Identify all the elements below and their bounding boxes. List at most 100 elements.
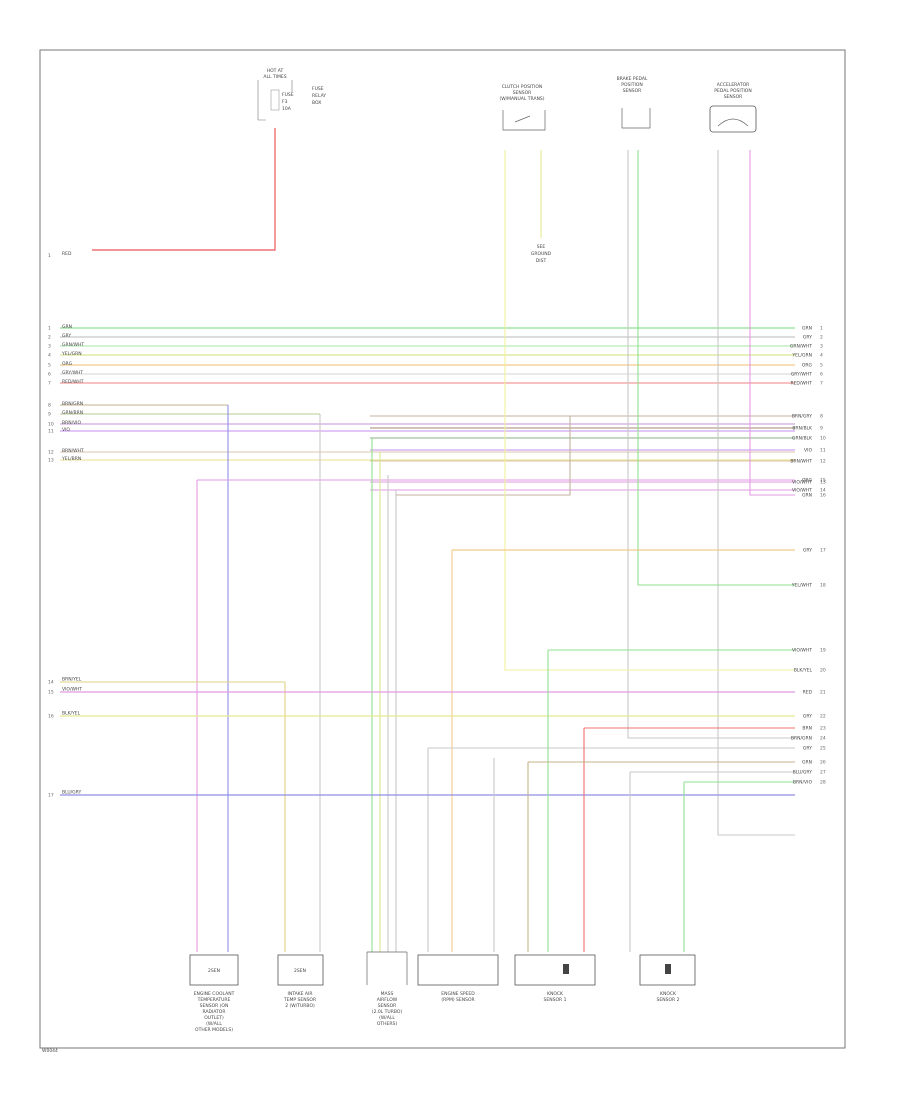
bottom-component-2-caption: INTAKE AIR: [288, 991, 313, 997]
left-wire-label: RED/WHT: [62, 379, 84, 385]
right-wire-number: 20: [820, 668, 826, 674]
right-wire-number: 26: [820, 760, 826, 766]
bottom-component-3-caption: AIRFLOW: [377, 997, 398, 1003]
cps-wire-a: [504, 150, 795, 671]
right-wire-number: 3: [820, 344, 823, 350]
right-wire-label: VIO: [804, 448, 812, 454]
right-wire-number: 22: [820, 714, 826, 720]
left-wire-label: GRY/WHT: [62, 370, 83, 376]
right-wire-number: 13: [820, 480, 826, 486]
top-component-1-line-1: CLUTCH POSITION: [502, 84, 543, 90]
left-wire-label: ORG: [62, 361, 73, 367]
bottom-component-4-caption: (RPM) SENSOR: [441, 997, 474, 1003]
right-wire-number: 24: [820, 736, 826, 742]
right-wire-label: RED/WHT: [790, 381, 812, 387]
right-wire-label: ORG: [802, 363, 813, 369]
maf-wire-e: [396, 416, 571, 496]
top-component-3-line-3: SENSOR: [724, 94, 743, 100]
bottom-component-1-caption: SENSOR (ON: [200, 1003, 229, 1009]
bottom-component-maf: [366, 951, 408, 985]
fuse-detail-line-3: 10A: [282, 106, 292, 112]
right-wire-label: BRN/BLK: [792, 426, 813, 432]
bottom-component-5-caption: SENSOR 1: [544, 997, 567, 1003]
fuse-title-line-1: HOT AT: [267, 68, 284, 74]
bottom-component-4-caption: ENGINE SPEED: [441, 991, 475, 997]
bottom-component-1-caption: OTHER MODELS): [195, 1027, 233, 1033]
bottom-component-1-caption: RADIATOR: [203, 1009, 226, 1015]
top-component-clutch: CLUTCH POSITION SENSOR (W/MANUAL TRANS) …: [499, 84, 551, 264]
bottom-component-3-caption: (W/ALL: [379, 1015, 395, 1021]
right-wire-number: 6: [820, 372, 823, 378]
right-wire-label: GRN: [802, 326, 812, 332]
top-component-1-sub-1: SEE: [537, 244, 546, 250]
left-wire-label: GRN: [62, 324, 72, 330]
left-wire-number: 7: [48, 381, 51, 387]
right-wire-label: ORG: [802, 478, 813, 484]
right-wire-label: VIO/WHT: [792, 648, 812, 654]
top-component-2-line-1: BRAKE PEDAL: [617, 76, 648, 82]
svg-text:1: 1: [48, 253, 51, 259]
left-wire-number: 8: [48, 403, 51, 409]
lower-left-wire-number: 17: [48, 793, 54, 799]
lower-left-wire-label: BRN/YEL: [62, 677, 82, 683]
left-wire-number: 1: [48, 326, 51, 332]
right-wire-label: BRN/GRY: [792, 414, 812, 420]
right-wire-number: 2: [820, 335, 823, 341]
right-wire-number: 16: [820, 493, 826, 499]
right-wire-label: GRY: [803, 714, 812, 720]
right-wire-label: GRY: [803, 548, 812, 554]
bottom-component-iat: 2SEN: [277, 954, 324, 986]
fuse-detail-line-2: F3: [282, 99, 288, 105]
right-wire-label: VIO/WHT: [792, 480, 812, 486]
bottom-component-1-box: 2SEN: [208, 968, 220, 974]
right-wire-number: 18: [820, 583, 826, 589]
right-wire-number: 19: [820, 648, 826, 654]
left-wire-number: 6: [48, 372, 51, 378]
right-wire-label: BLK/YEL: [794, 668, 813, 674]
left-wire-number: 13: [48, 458, 54, 464]
left-wire-label: VIO: [62, 427, 70, 433]
lower-left-wire-label: BLK/YEL: [62, 711, 81, 717]
wire-layer: [60, 128, 795, 952]
right-wire-label: GRN: [802, 493, 812, 499]
top-component-1-sub-2: GROUND: [531, 251, 552, 257]
bottom-component-1-caption: (W/ALL: [206, 1021, 222, 1027]
fuse-output-wire-label: RED: [62, 251, 72, 257]
right-wire-label: BRN/GRN: [791, 736, 812, 742]
right-wire-number: 11: [820, 448, 826, 454]
lower-left-wire-label: VIO/WHT: [62, 687, 82, 693]
right-wire-number: 9: [820, 426, 823, 432]
left-wire-label: YEL/BRN: [61, 456, 81, 462]
bottom-component-6-caption: KNOCK: [660, 991, 677, 997]
left-wire-label: YEL/GRN: [61, 351, 82, 357]
right-wire-label: GRY: [803, 335, 812, 341]
right-wire-number: 7: [820, 381, 823, 387]
bottom-component-6-caption: SENSOR 2: [657, 997, 680, 1003]
right-wire-label: VIO/WHT: [792, 488, 812, 494]
diagram-frame: [39, 49, 846, 1049]
lower-left-wire-number: 14: [48, 680, 54, 686]
left-wire-number: 11: [48, 429, 54, 435]
bottom-component-2-caption: TEMP SENSOR: [283, 997, 316, 1003]
right-wire-label: BRN/WHT: [790, 459, 812, 465]
bottom-component-knock-1: [514, 954, 596, 986]
bottom-component-1-caption: TEMPERATURE: [197, 997, 231, 1003]
right-wire-number: 27: [820, 770, 826, 776]
right-wire-label: GRY/WHT: [791, 372, 812, 378]
lower-left-wire-number: 16: [48, 714, 54, 720]
bottom-component-5-caption: KNOCK: [547, 991, 564, 997]
fuse-note-line-2: RELAY: [312, 93, 326, 99]
top-component-2-line-3: SENSOR: [623, 88, 642, 94]
left-wire-label: BRN/WHT: [62, 448, 84, 454]
lower-left-wire-label: BLU/GRY: [62, 790, 82, 796]
right-wire-label: BRN/VIO: [793, 780, 813, 786]
top-component-3-line-1: ACCELERATOR: [717, 82, 750, 88]
right-wire-number: 21: [820, 690, 826, 696]
bottom-component-ect: 2SEN: [189, 954, 239, 986]
bottom-component-2-caption: 2 (W/TURBO): [285, 1003, 315, 1009]
top-component-1-sub-3: DIST: [536, 258, 547, 264]
fuse-title-line-2: ALL TIMES: [263, 74, 286, 80]
bottom-component-3-caption: OTHERS): [377, 1021, 398, 1027]
left-wire-number: 5: [48, 363, 51, 369]
bottom-component-2-box: 2SEN: [294, 968, 306, 974]
